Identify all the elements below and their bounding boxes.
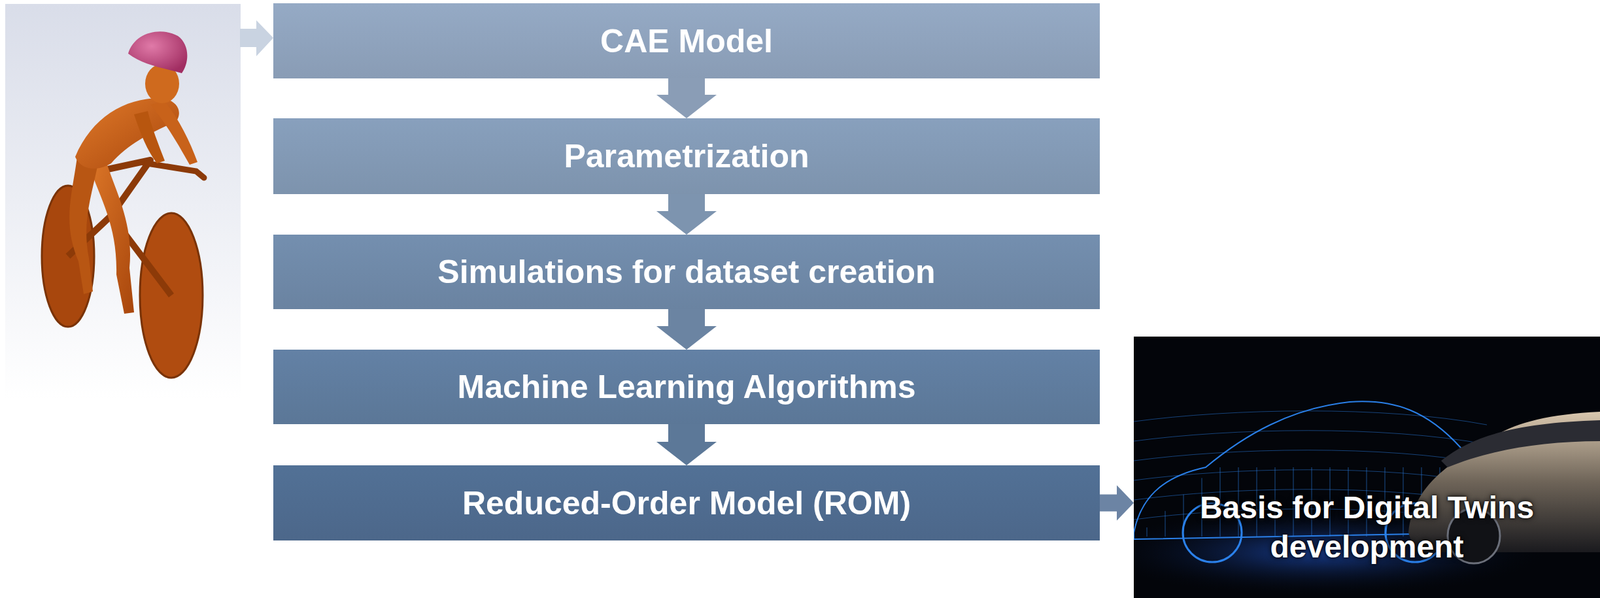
- process-box: CAE Model: [273, 3, 1100, 79]
- panel-caption: Basis for Digital Twins development: [1157, 488, 1577, 567]
- flow-arrow: [656, 424, 717, 466]
- flow-arrow: [656, 194, 717, 235]
- input-arrow: [239, 20, 274, 57]
- flow-arrow: [1099, 485, 1134, 522]
- process-box: Machine Learning Algorithms: [273, 349, 1100, 425]
- box-label: Simulations for dataset creation: [437, 252, 936, 292]
- box-label: Reduced-Order Model (ROM): [462, 483, 911, 524]
- process-box: Reduced-Order Model (ROM): [273, 465, 1100, 541]
- cyclist-figure: [41, 31, 205, 378]
- box-label: CAE Model: [600, 21, 773, 61]
- process-box: Parametrization: [273, 118, 1100, 195]
- image-panel: Basis for Digital Twins development: [1133, 336, 1600, 598]
- box-label: Machine Learning Algorithms: [457, 367, 916, 407]
- box-label: Parametrization: [563, 136, 809, 176]
- flow-arrow: [656, 78, 717, 119]
- flow-arrow: [656, 309, 717, 350]
- process-box: Simulations for dataset creation: [273, 234, 1100, 310]
- illustration-ground: [5, 3, 241, 399]
